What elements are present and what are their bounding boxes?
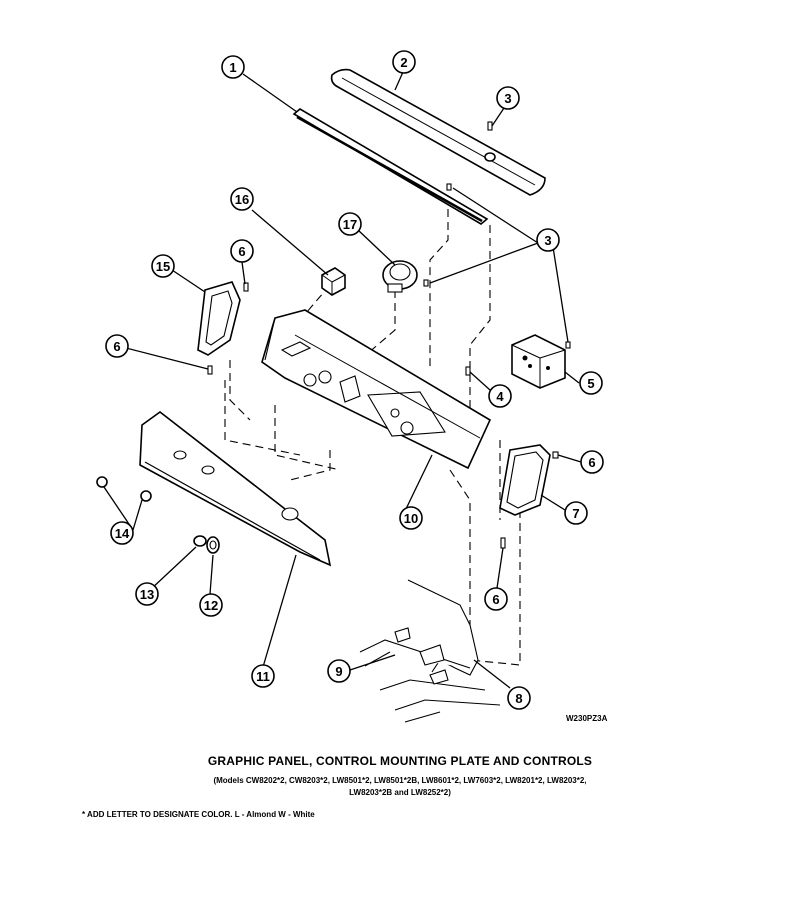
caption-models: (Models CW8202*2, CW8203*2, LW8501*2, LW… <box>0 775 800 799</box>
callout-2: 2 <box>392 50 416 74</box>
callout-16: 16 <box>230 187 254 211</box>
leader-lines <box>103 71 582 689</box>
svg-text:10: 10 <box>404 511 418 526</box>
part-15-left-end-cap <box>197 281 241 356</box>
svg-text:7: 7 <box>572 506 579 521</box>
svg-text:6: 6 <box>588 455 595 470</box>
callout-4: 4 <box>488 384 512 408</box>
part-5-timer <box>511 334 566 389</box>
svg-text:1: 1 <box>229 60 236 75</box>
part-9-console-base <box>359 627 501 723</box>
part-12-knob-skirt <box>206 536 220 554</box>
svg-text:16: 16 <box>235 192 249 207</box>
part-1-seal-strip <box>292 108 489 225</box>
callout-12: 12 <box>199 593 223 617</box>
svg-text:14: 14 <box>115 526 130 541</box>
callout-6-upper-left: 6 <box>230 239 254 263</box>
callout-6-right: 6 <box>580 450 604 474</box>
svg-text:12: 12 <box>204 598 218 613</box>
callout-6-left: 6 <box>105 334 129 358</box>
svg-text:4: 4 <box>496 389 504 404</box>
callout-13: 13 <box>135 582 159 606</box>
svg-text:17: 17 <box>343 217 357 232</box>
callout-8: 8 <box>507 686 531 710</box>
svg-text:13: 13 <box>140 587 154 602</box>
svg-text:6: 6 <box>492 592 499 607</box>
caption-title: GRAPHIC PANEL, CONTROL MOUNTING PLATE AN… <box>207 754 593 768</box>
part-14-buttons <box>96 476 152 502</box>
caption-models-line-2: LW8203*2B and LW8252*2) <box>349 788 451 797</box>
svg-text:15: 15 <box>156 259 170 274</box>
drawing-code: W230PZ3A <box>566 714 608 723</box>
color-footnote: * ADD LETTER TO DESIGNATE COLOR. L - Alm… <box>82 810 315 819</box>
part-2-top-trim <box>330 68 546 196</box>
exploded-parts-diagram: 1 2 3 3 5 4 6 7 6 6 6 8 9 10 11 12 13 14… <box>96 50 604 723</box>
svg-text:11: 11 <box>256 669 270 684</box>
clip-parts-6 <box>207 282 559 549</box>
callout-6-lower-right: 6 <box>484 587 508 611</box>
callout-3-mid: 3 <box>536 228 560 252</box>
callout-3-top: 3 <box>496 86 520 110</box>
svg-text:3: 3 <box>544 233 551 248</box>
svg-text:2: 2 <box>400 55 407 70</box>
part-7-right-end-cap <box>499 444 551 516</box>
part-4-screw <box>465 366 471 376</box>
part-13-knob <box>193 535 207 547</box>
callout-9: 9 <box>327 659 351 683</box>
part-17-pressure-switch <box>382 260 418 293</box>
callout-7: 7 <box>564 501 588 525</box>
svg-text:8: 8 <box>515 691 522 706</box>
svg-text:3: 3 <box>504 91 511 106</box>
svg-text:5: 5 <box>587 376 594 391</box>
part-10-control-mounting-plate <box>261 309 492 470</box>
callout-5: 5 <box>579 371 603 395</box>
part-11-graphic-panel <box>139 411 332 567</box>
callout-14: 14 <box>110 521 134 545</box>
svg-text:6: 6 <box>238 244 245 259</box>
callout-1: 1 <box>221 55 245 79</box>
caption-models-line-1: (Models CW8202*2, CW8203*2, LW8501*2, LW… <box>213 776 587 785</box>
callout-15: 15 <box>151 254 175 278</box>
svg-text:6: 6 <box>113 339 120 354</box>
callout-10: 10 <box>399 506 423 530</box>
callout-11: 11 <box>251 664 275 688</box>
callout-17: 17 <box>338 212 362 236</box>
svg-text:9: 9 <box>335 664 342 679</box>
